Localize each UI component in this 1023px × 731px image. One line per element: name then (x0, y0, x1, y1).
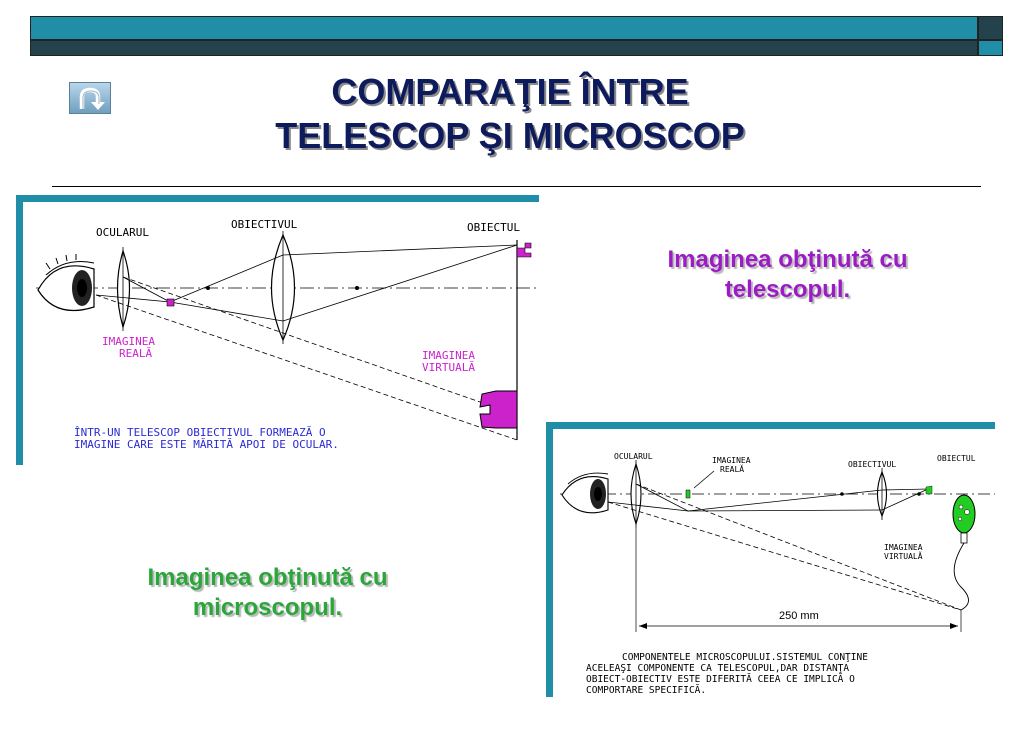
microscope-label-object: OBIECTUL (937, 454, 976, 463)
telescope-label-real-image-2: REALĂ (119, 347, 153, 360)
microscope-description-3: OBIECT-OBIECTIV ESTE DIFERITĂ CEEA CE IM… (586, 674, 855, 685)
telescope-diagram-panel: OCULARUL OBIECTIVUL OBIECTUL IMAGINEA RE… (16, 195, 539, 465)
microscope-description-2: ACELEAŞI COMPONENTE CA TELESCOPUL,DAR DI… (586, 663, 850, 674)
microscope-label-real-image-2: REALĂ (720, 465, 745, 474)
eye-icon (37, 254, 95, 312)
telescope-diagram (36, 231, 539, 441)
u-turn-arrow-icon (79, 87, 105, 110)
page-title: COMPARAŢIE ÎNTRE TELESCOP ŞI MICROSCOP (120, 70, 900, 158)
telescope-panel-frame-left (16, 195, 23, 465)
microscope-caption-line-2: microscopul. (192, 594, 343, 621)
microscope-diagram-panel: OCULARUL IMAGINEA REALĂ OBIECTIVUL OBIEC… (546, 422, 995, 697)
microscope-diagram (560, 460, 995, 632)
telescope-label-virtual-image-2: VIRTUALĂ (422, 361, 475, 374)
microscope-panel-frame-top (546, 422, 995, 429)
microscope-label-virtual-image-1: IMAGINEA (884, 543, 923, 552)
telescope-label-virtual-image-1: IMAGINEA (422, 349, 475, 362)
telescope-label-real-image-1: IMAGINEA (102, 335, 155, 348)
virtual-image-marker (952, 494, 976, 611)
microscope-caption: Imaginea obţinută cu microscopul. (95, 563, 440, 623)
microscope-description-4: COMPORTARE SPECIFICĂ. (586, 685, 707, 696)
microscope-label-virtual-image-2: VIRTUALĂ (884, 552, 923, 561)
title-line-1: COMPARAŢIE ÎNTRE (331, 71, 689, 112)
telescope-label-objective: OBIECTIVUL (231, 218, 298, 231)
object-marker (516, 242, 532, 258)
telescope-label-ocular: OCULARUL (96, 226, 149, 239)
telescope-caption-line-1: Imaginea obţinută cu (667, 246, 908, 273)
header-corner-dark (978, 16, 1003, 40)
ocular-lens (116, 249, 131, 330)
microscope-label-objective: OBIECTIVUL (848, 460, 897, 469)
object-marker (925, 485, 933, 495)
telescope-caption: Imaginea obţinută cu telescopul. (615, 245, 960, 305)
microscope-label-real-image-1: IMAGINEA (712, 456, 751, 465)
microscope-panel-frame-left (546, 422, 553, 697)
microscope-distance-label: 250 mm (779, 610, 819, 622)
telescope-label-object: OBIECTUL (467, 221, 520, 234)
virtual-image-marker (479, 390, 518, 429)
eye-icon (561, 472, 609, 514)
header-bar-dark (30, 40, 978, 56)
microscope-caption-line-1: Imaginea obţinută cu (147, 564, 388, 591)
real-image-marker (685, 489, 691, 499)
title-line-2: TELESCOP ŞI MICROSCOP (275, 115, 745, 156)
real-image-marker (166, 298, 175, 307)
header-corner-teal (978, 40, 1003, 56)
telescope-description-2: IMAGINE CARE ESTE MĂRITĂ APOI DE OCULAR. (74, 438, 339, 451)
microscope-label-ocular: OCULARUL (614, 452, 653, 461)
telescope-description-1: ÎNTR-UN TELESCOP OBIECTIVUL FORMEAZĂ O (74, 426, 326, 439)
telescope-caption-line-2: telescopul. (724, 276, 851, 303)
title-divider (52, 186, 981, 187)
header-bar (30, 16, 1003, 56)
back-button[interactable] (69, 82, 111, 114)
telescope-panel-frame-top (16, 195, 539, 202)
header-bar-teal (30, 16, 978, 40)
microscope-description-1: COMPONENTELE MICROSCOPULUI.SISTEMUL CONŢ… (622, 652, 868, 663)
